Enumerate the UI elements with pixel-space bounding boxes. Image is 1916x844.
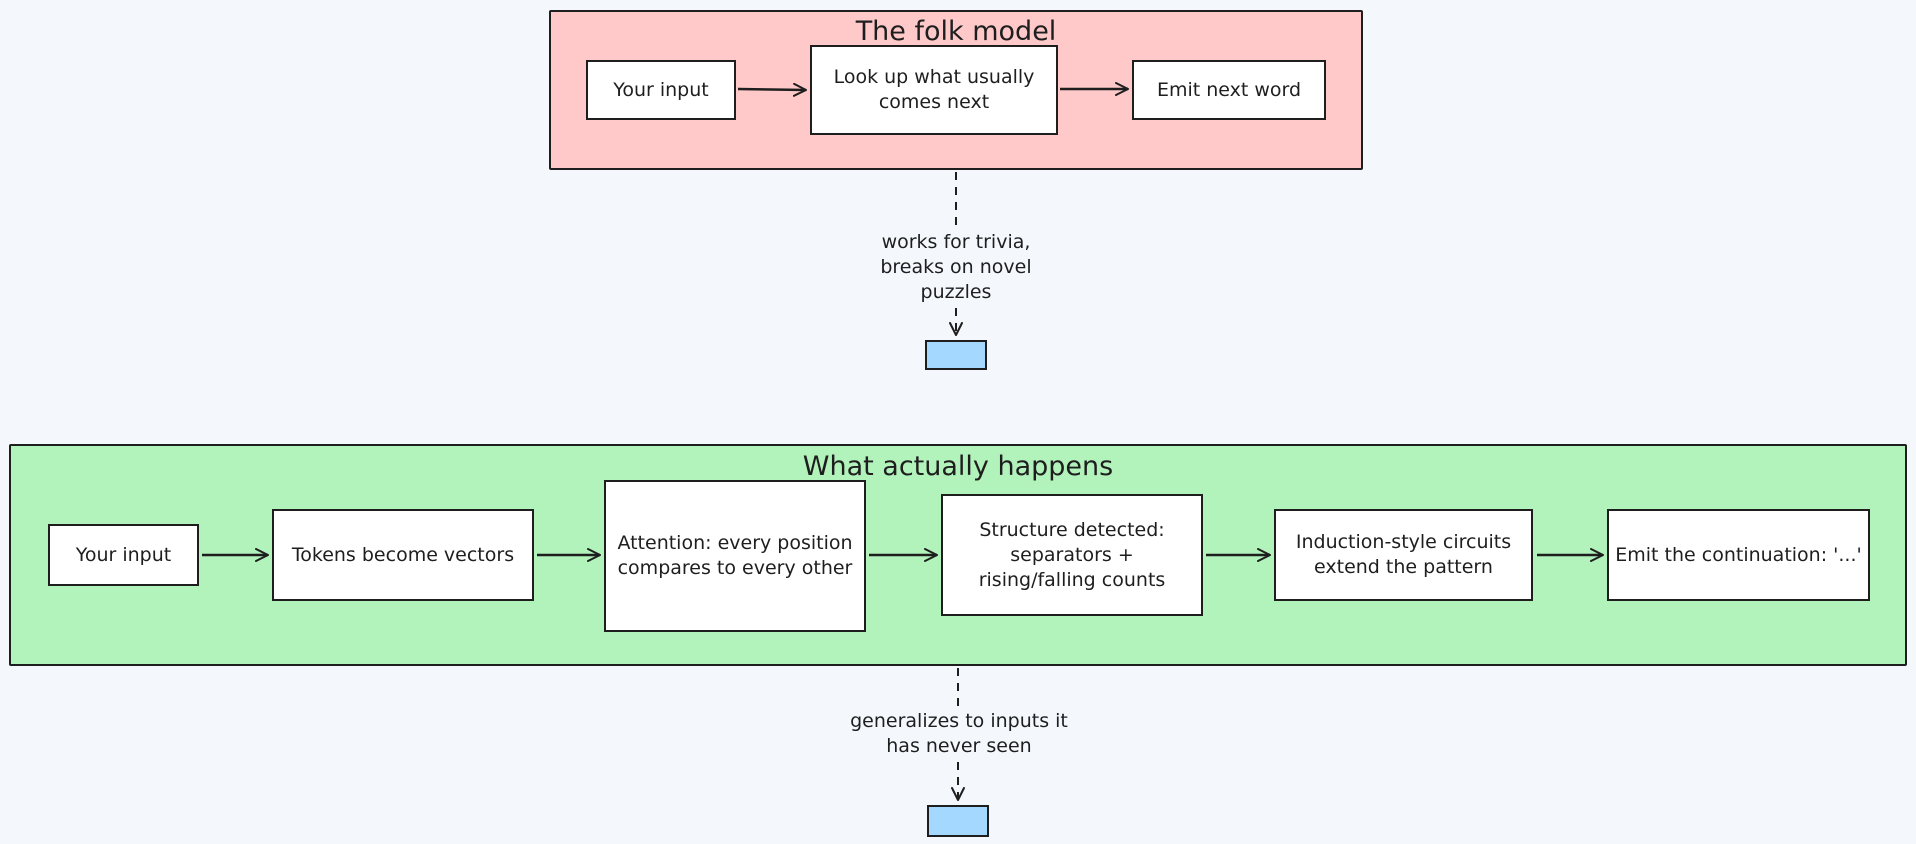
actual-node-your-input-label: Your input bbox=[75, 543, 172, 566]
actual-node-attention-label: Attention: every position compares to ev… bbox=[617, 532, 853, 579]
folk-outcome-label: works for trivia, breaks on novel puzzle… bbox=[880, 231, 1032, 303]
actual-node-structure[interactable]: Structure detected: separators + rising/… bbox=[941, 494, 1203, 616]
actual-node-structure-label: Structure detected: separators + rising/… bbox=[978, 518, 1166, 591]
actual-node-your-input[interactable]: Your input bbox=[48, 524, 199, 586]
actual-node-emit-label: Emit the continuation: '...' bbox=[1615, 543, 1862, 566]
actual-node-tokens[interactable]: Tokens become vectors bbox=[272, 509, 534, 601]
folk-outcome-terminal[interactable] bbox=[925, 340, 987, 370]
actual-outcome-label: generalizes to inputs it has never seen bbox=[850, 710, 1068, 757]
actual-node-induction[interactable]: Induction-style circuits extend the patt… bbox=[1274, 509, 1533, 601]
folk-node-lookup[interactable]: Look up what usually comes next bbox=[810, 45, 1058, 135]
actual-node-attention[interactable]: Attention: every position compares to ev… bbox=[604, 480, 866, 632]
folk-node-your-input-label: Your input bbox=[613, 78, 709, 101]
folk-node-your-input[interactable]: Your input bbox=[586, 60, 736, 120]
folk-node-emit[interactable]: Emit next word bbox=[1132, 60, 1326, 120]
folk-node-emit-label: Emit next word bbox=[1156, 78, 1302, 101]
actual-outcome-terminal[interactable] bbox=[927, 805, 989, 837]
actual-title: What actually happens bbox=[802, 451, 1114, 482]
actual-node-induction-label: Induction-style circuits extend the patt… bbox=[1295, 531, 1512, 578]
actual-node-tokens-label: Tokens become vectors bbox=[291, 543, 515, 566]
folk-model-title: The folk model bbox=[855, 16, 1057, 47]
actual-node-emit[interactable]: Emit the continuation: '...' bbox=[1607, 509, 1870, 601]
folk-node-lookup-label: Look up what usually comes next bbox=[833, 66, 1035, 113]
